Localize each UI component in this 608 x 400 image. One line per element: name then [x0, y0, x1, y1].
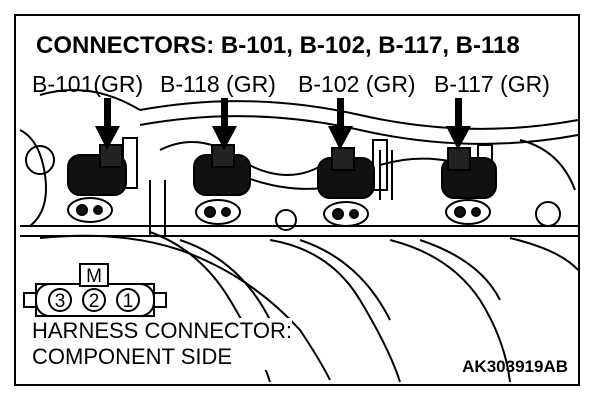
figure-code: AK303919AB — [462, 357, 568, 376]
pin-2 — [82, 288, 106, 312]
connector-label-b118: B-118 (GR) — [160, 71, 276, 97]
connector-label-b117: B-117 (GR) — [434, 71, 550, 97]
coil-b102 — [317, 147, 375, 227]
coil-b101 — [67, 144, 127, 223]
harness-caption: HARNESS CONNECTOR: COMPONENT SIDE — [32, 318, 292, 370]
pin-label: 1 — [123, 291, 134, 312]
arrow-b117 — [446, 98, 471, 150]
coil-b117 — [441, 147, 497, 225]
pin-3 — [48, 288, 72, 312]
pin-1 — [116, 288, 140, 312]
connector-key-label: M — [86, 266, 102, 287]
pin-label: 3 — [55, 291, 66, 312]
connector-arrows — [95, 98, 471, 150]
pin-label: 2 — [89, 291, 100, 312]
arrow-b118 — [212, 98, 237, 150]
connector-face-symbol: M 3 2 1 — [23, 263, 167, 317]
harness-caption-line1: HARNESS CONNECTOR: — [32, 318, 292, 343]
connector-label-b101: B-101(GR) — [32, 71, 144, 97]
arrow-b102 — [328, 98, 353, 150]
arrow-b101 — [95, 98, 120, 150]
connector-key — [79, 263, 109, 287]
harness-caption-line2: COMPONENT SIDE — [32, 344, 233, 369]
connector-label-b102: B-102 (GR) — [298, 71, 416, 97]
engine-lines — [19, 89, 579, 383]
diagram-title: CONNECTORS: B-101, B-102, B-117, B-118 — [32, 30, 524, 62]
coil-b118 — [193, 144, 251, 225]
